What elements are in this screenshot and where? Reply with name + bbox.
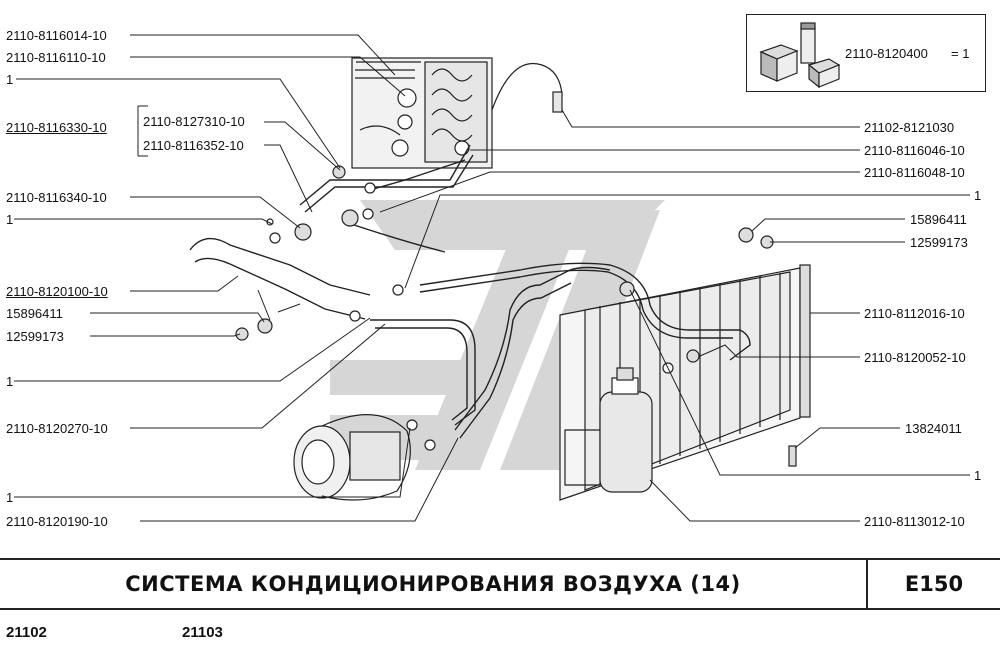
part-label-2110-8113012-10: 2110-8113012-10 (864, 514, 965, 529)
inset-quantity: = 1 (951, 46, 970, 61)
part-label-2110-8127310-10: 2110-8127310-10 (143, 114, 245, 129)
part-label-qty-1-f: 1 (974, 468, 982, 483)
refrigerant-pipes (189, 144, 751, 439)
part-label-qty-1-c: 1 (6, 374, 14, 389)
evaporator-unit (351, 57, 493, 169)
part-label-qty-1-b: 1 (6, 212, 14, 227)
part-label-2110-8112016-10: 2110-8112016-10 (864, 306, 965, 321)
part-label-qty-1-d: 1 (6, 490, 14, 505)
compressor (293, 414, 411, 501)
part-label-2110-8116046-10: 2110-8116046-10 (864, 143, 965, 158)
part-label-15896411-left: 15896411 (6, 306, 63, 321)
page-code: E150 (904, 572, 964, 596)
temperature-sensor (491, 63, 563, 113)
part-label-2110-8116110-10: 2110-8116110-10 (6, 50, 106, 65)
part-label-12599173-left: 12599173 (6, 329, 64, 344)
part-label-12599173-right: 12599173 (910, 235, 968, 250)
part-label-13824011: 13824011 (905, 421, 962, 436)
refrigerant-kit-icon (759, 22, 841, 89)
model-21102: 21102 (6, 624, 47, 641)
parts-diagram (14, 34, 970, 522)
title-bar: СИСТЕМА КОНДИЦИОНИРОВАНИЯ ВОЗДУХА (14) E… (0, 558, 1000, 610)
part-label-2110-8116048-10: 2110-8116048-10 (864, 165, 965, 180)
part-label-2110-8116014-10: 2110-8116014-10 (6, 28, 107, 43)
part-label-2110-8120190-10: 2110-8120190-10 (6, 514, 108, 529)
part-label-qty-1-a: 1 (6, 72, 14, 87)
page-title: СИСТЕМА КОНДИЦИОНИРОВАНИЯ ВОЗДУХА (14) (125, 572, 741, 596)
inset-part-number: 2110-8120400 (845, 46, 928, 61)
part-label-2110-8116330-10: 2110-8116330-10 (6, 120, 107, 135)
part-label-qty-1-e: 1 (974, 188, 982, 203)
part-label-2110-8120100-10: 2110-8120100-10 (6, 284, 108, 299)
part-label-2110-8120270-10: 2110-8120270-10 (6, 421, 108, 436)
part-label-2110-8120052-10: 2110-8120052-10 (864, 350, 966, 365)
fittings (235, 165, 797, 467)
leader-lines (14, 34, 970, 522)
part-label-21102-8121030: 21102-8121030 (864, 120, 955, 135)
part-label-15896411-right: 15896411 (910, 212, 967, 227)
part-label-2110-8116352-10: 2110-8116352-10 (143, 138, 244, 153)
part-label-2110-8116340-10: 2110-8116340-10 (6, 190, 107, 205)
inset-refrigerant-kit: 2110-8120400 = 1 (746, 14, 986, 92)
receiver-dryer (564, 367, 653, 493)
model-21103: 21103 (182, 624, 223, 641)
title-divider (866, 560, 868, 608)
